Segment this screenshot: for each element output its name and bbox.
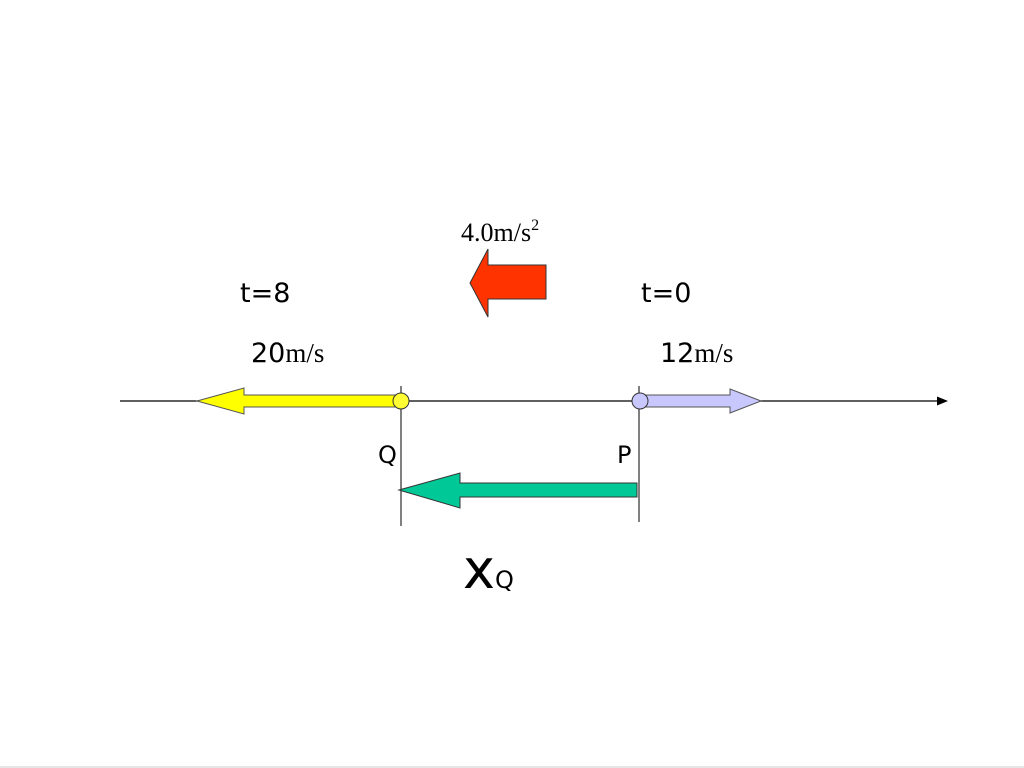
point-q-dot	[392, 392, 410, 410]
velocity-p-unit: m/s	[694, 338, 733, 368]
acceleration-label: 4.0m/s2	[461, 217, 539, 247]
axis-arrowhead	[937, 396, 948, 406]
velocity-arrow-q	[195, 387, 402, 415]
velocity-p-number: 12	[660, 338, 694, 369]
displacement-arrow	[397, 472, 638, 509]
point-p-label: P	[617, 441, 631, 469]
velocity-q-label: 20m/s	[251, 338, 324, 369]
velocity-q-number: 20	[251, 338, 285, 369]
acceleration-value: 4.0m/s	[461, 218, 531, 247]
displacement-subscript: Q	[495, 566, 514, 594]
displacement-symbol: x	[463, 538, 495, 601]
velocity-arrow-p	[639, 388, 763, 414]
acceleration-exponent: 2	[531, 217, 539, 234]
displacement-label: xQ	[463, 538, 514, 601]
time-q-label: t=8	[240, 278, 290, 309]
velocity-q-unit: m/s	[285, 338, 324, 368]
time-p-label: t=0	[641, 278, 691, 309]
acceleration-arrow	[469, 248, 547, 318]
point-p-dot	[631, 392, 649, 410]
point-q-label: Q	[378, 441, 397, 469]
velocity-p-label: 12m/s	[660, 338, 733, 369]
